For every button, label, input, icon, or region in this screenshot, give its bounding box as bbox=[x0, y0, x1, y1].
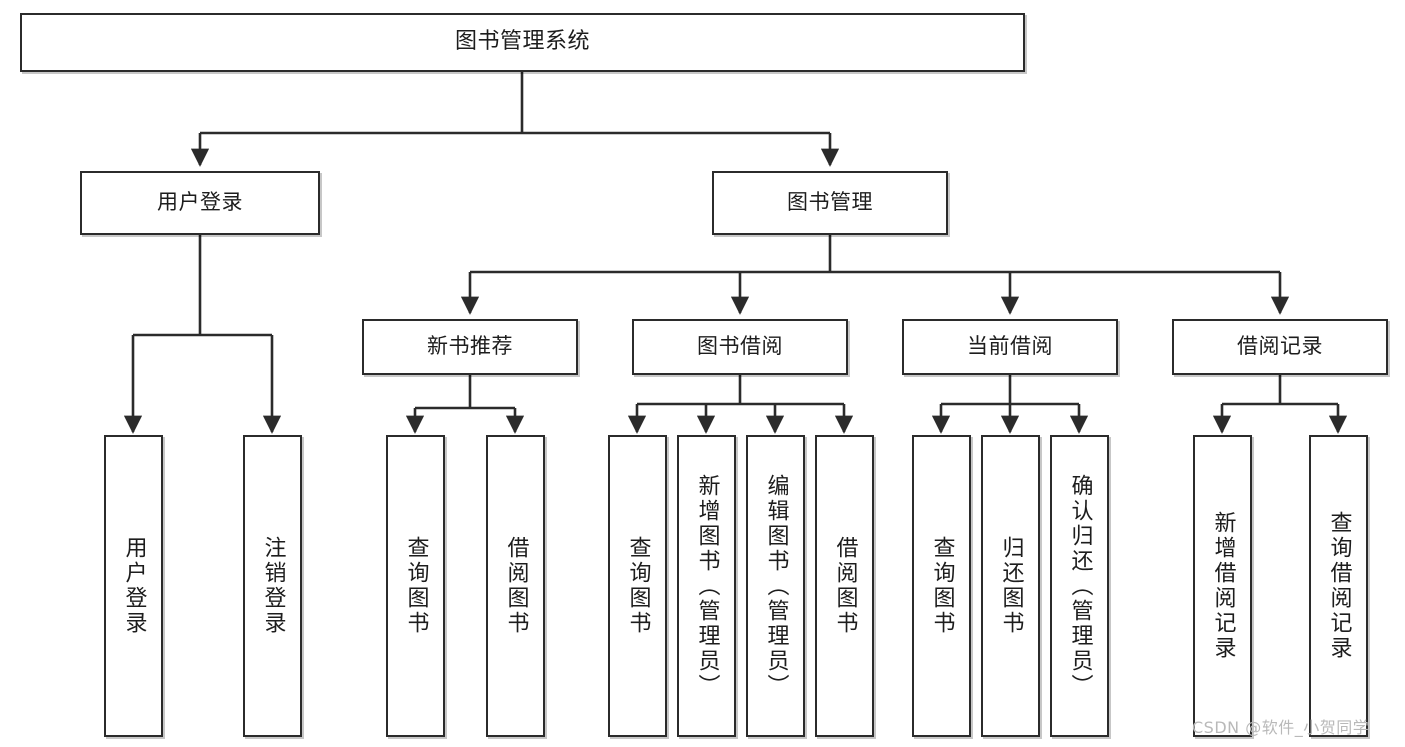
leaf-query-borrow-record[interactable]: 查询借阅记录 bbox=[1309, 435, 1368, 737]
leaf-edit-book-admin[interactable]: 编辑图书（管理员） bbox=[746, 435, 805, 737]
leaf-user-login[interactable]: 用户登录 bbox=[104, 435, 163, 737]
leaf-add-book-admin[interactable]: 新增图书（管理员） bbox=[677, 435, 736, 737]
node-label: 借阅记录 bbox=[1237, 334, 1323, 359]
leaf-return-book[interactable]: 归还图书 bbox=[981, 435, 1040, 737]
node-label: 当前借阅 bbox=[967, 334, 1053, 359]
node-label: 图书借阅 bbox=[697, 334, 783, 359]
node-label: 注销登录 bbox=[260, 536, 286, 636]
node-label: 查询借阅记录 bbox=[1326, 511, 1352, 661]
node-label: 确认归还（管理员） bbox=[1067, 473, 1093, 699]
node-label: 图书管理 bbox=[787, 190, 873, 215]
leaf-borrow-book-new[interactable]: 借阅图书 bbox=[486, 435, 545, 737]
node-label: 用户登录 bbox=[121, 536, 147, 636]
leaf-query-book-current[interactable]: 查询图书 bbox=[912, 435, 971, 737]
node-label: 用户登录 bbox=[157, 190, 243, 215]
leaf-add-borrow-record[interactable]: 新增借阅记录 bbox=[1193, 435, 1252, 737]
node-book-borrow[interactable]: 图书借阅 bbox=[632, 319, 848, 375]
leaf-borrow-book[interactable]: 借阅图书 bbox=[815, 435, 874, 737]
node-label: 新增图书（管理员） bbox=[694, 473, 720, 699]
leaf-query-book-new[interactable]: 查询图书 bbox=[386, 435, 445, 737]
leaf-query-book-borrow[interactable]: 查询图书 bbox=[608, 435, 667, 737]
node-label: 查询图书 bbox=[625, 536, 651, 636]
node-label: 借阅图书 bbox=[503, 536, 529, 636]
node-root-system[interactable]: 图书管理系统 bbox=[20, 13, 1025, 72]
node-current-borrow[interactable]: 当前借阅 bbox=[902, 319, 1118, 375]
node-borrow-record[interactable]: 借阅记录 bbox=[1172, 319, 1388, 375]
node-user-login[interactable]: 用户登录 bbox=[80, 171, 320, 235]
leaf-confirm-return-admin[interactable]: 确认归还（管理员） bbox=[1050, 435, 1109, 737]
node-label: 图书管理系统 bbox=[454, 29, 590, 55]
node-label: 新书推荐 bbox=[427, 334, 513, 359]
node-label: 新增借阅记录 bbox=[1210, 511, 1236, 661]
node-label: 查询图书 bbox=[929, 536, 955, 636]
node-label: 归还图书 bbox=[998, 536, 1024, 636]
node-label: 借阅图书 bbox=[832, 536, 858, 636]
node-new-book-recommend[interactable]: 新书推荐 bbox=[362, 319, 578, 375]
leaf-logout[interactable]: 注销登录 bbox=[243, 435, 302, 737]
node-label: 编辑图书（管理员） bbox=[763, 473, 789, 699]
node-label: 查询图书 bbox=[403, 536, 429, 636]
node-book-management[interactable]: 图书管理 bbox=[712, 171, 948, 235]
